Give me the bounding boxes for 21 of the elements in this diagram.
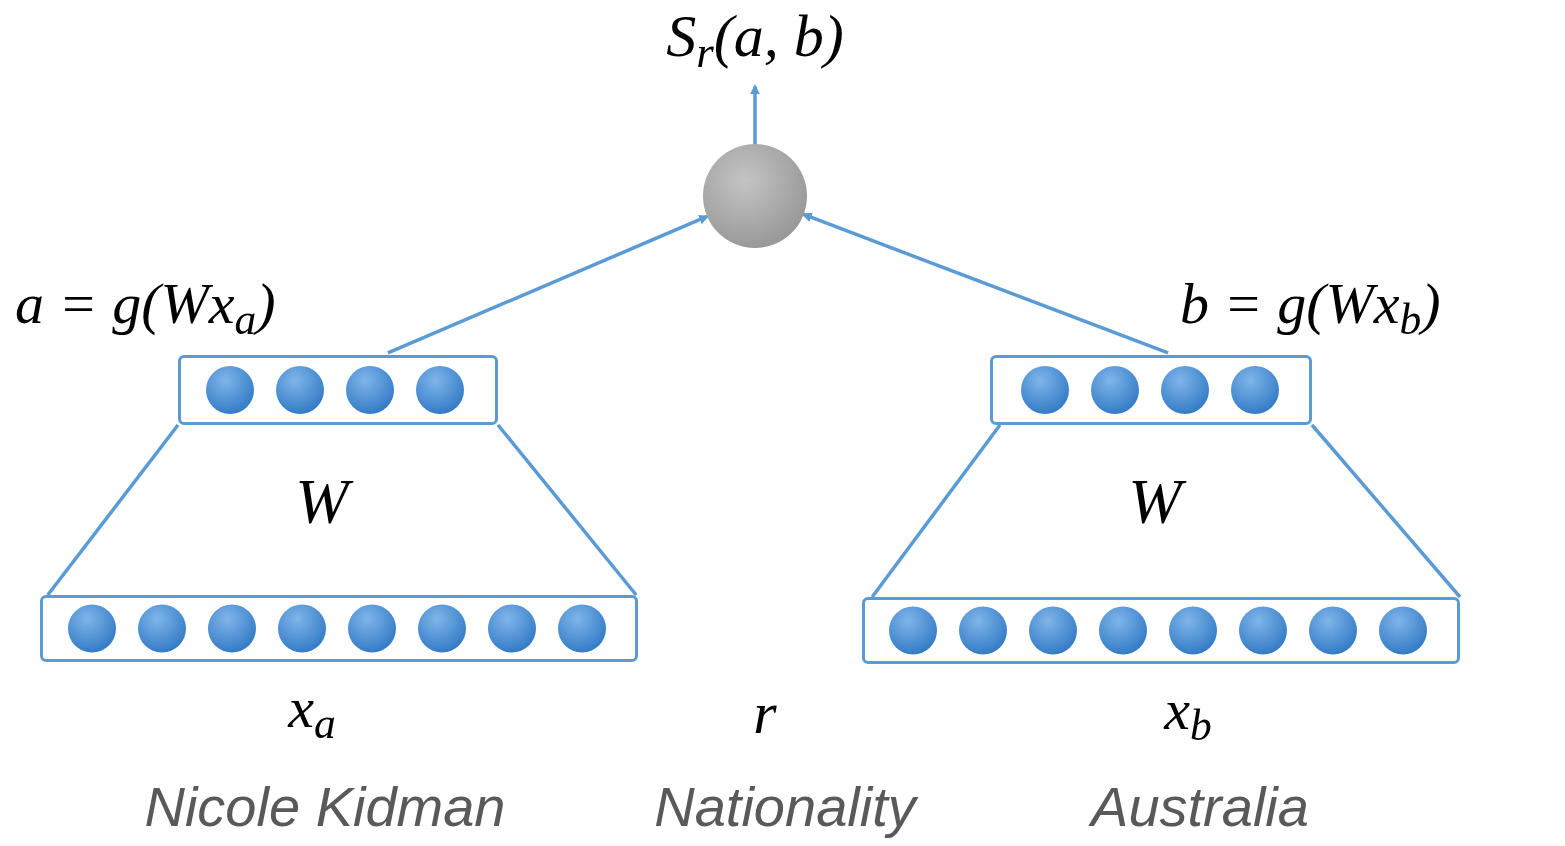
vector-label: x$_{a}$ [286,674,337,745]
vector-box [178,355,498,425]
connector-line [870,423,1002,599]
vector-box [40,595,638,662]
entity-label: Nicole Kidman [143,774,507,840]
connector-line [496,423,638,597]
relation-label: r [752,679,778,748]
connector-line [46,423,180,597]
arrow [387,214,709,355]
vector-box [862,597,1460,664]
entity-label: Australia [1040,772,1360,842]
vector-label: x$_{b}$ [1162,676,1213,747]
weight-label: W [262,462,382,542]
arrow [801,212,1169,355]
vector-label: a = g(Wx$_{a}$) [15,270,277,341]
vector-box [990,355,1312,425]
relation-name: Nationality [605,772,965,842]
connector-line [1310,423,1462,599]
vector-label: b = g(Wx$_{b}$) [1180,270,1442,341]
weight-label: W [1095,462,1215,542]
arrow [750,84,760,144]
